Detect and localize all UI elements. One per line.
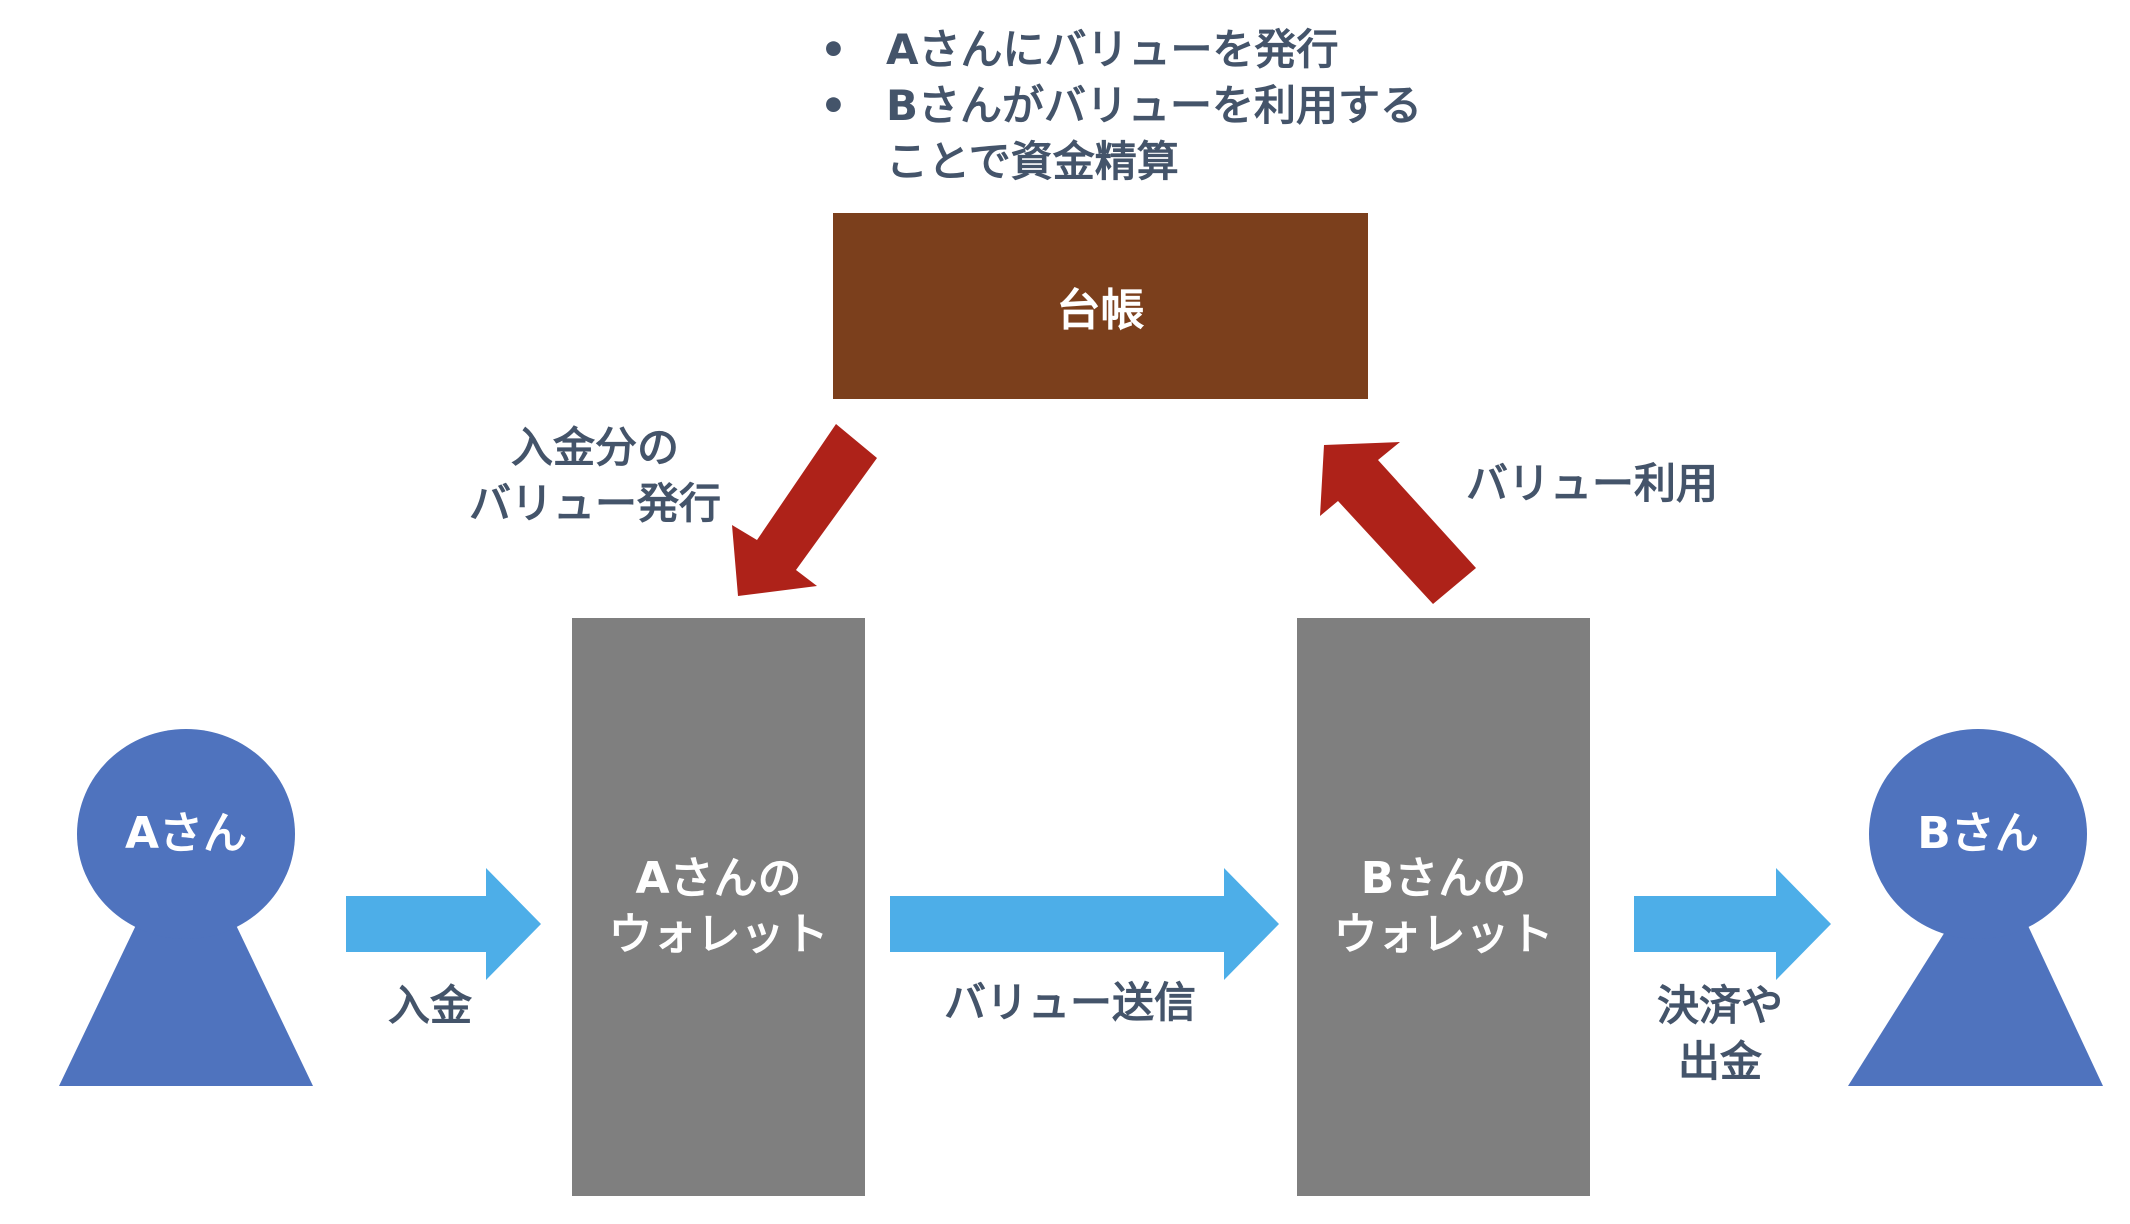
issue-label-line1: 入金分の — [510, 423, 679, 472]
send-label: バリュー送信 — [943, 978, 1196, 1027]
wallet-b-label-line2: ウォレット — [1333, 909, 1554, 960]
ledger-box: 台帳 — [833, 213, 1368, 399]
note-item: Aさんにバリューを発行 — [820, 22, 1426, 78]
settle-label-line2: 出金 — [1677, 1037, 1762, 1086]
note-item: Bさんがバリューを利用することで資金精算 — [820, 78, 1426, 190]
deposit-label: 入金 — [387, 981, 472, 1030]
issue-label-line2: バリュー発行 — [468, 479, 721, 528]
wallet-a-box: Aさんの ウォレット — [572, 618, 865, 1196]
settle-label: 決済や 出金 — [1620, 978, 1820, 1090]
settle-label-line1: 決済や — [1656, 981, 1783, 1030]
send-arrow-icon — [890, 868, 1279, 980]
person-a-icon — [59, 729, 313, 1086]
issue-label: 入金分の バリュー発行 — [440, 420, 750, 532]
wallet-b-label-line1: Bさんの — [1360, 853, 1527, 904]
settle-arrow-icon — [1634, 868, 1831, 980]
use-arrow-icon — [1320, 442, 1476, 604]
deposit-arrow-icon — [346, 868, 541, 980]
person-b-label: Bさん — [1917, 808, 2039, 859]
wallet-a-label-line2: ウォレット — [608, 909, 829, 960]
use-label: バリュー利用 — [1466, 459, 1719, 508]
wallet-a-label-line1: Aさんの — [635, 853, 802, 904]
ledger-label: 台帳 — [1056, 285, 1145, 336]
notes-list: Aさんにバリューを発行 Bさんがバリューを利用することで資金精算 — [820, 22, 1426, 190]
issue-arrow-icon — [732, 424, 877, 596]
wallet-b-box: Bさんの ウォレット — [1297, 618, 1590, 1196]
person-b-icon — [1848, 729, 2103, 1086]
person-a-label: Aさん — [124, 808, 248, 859]
